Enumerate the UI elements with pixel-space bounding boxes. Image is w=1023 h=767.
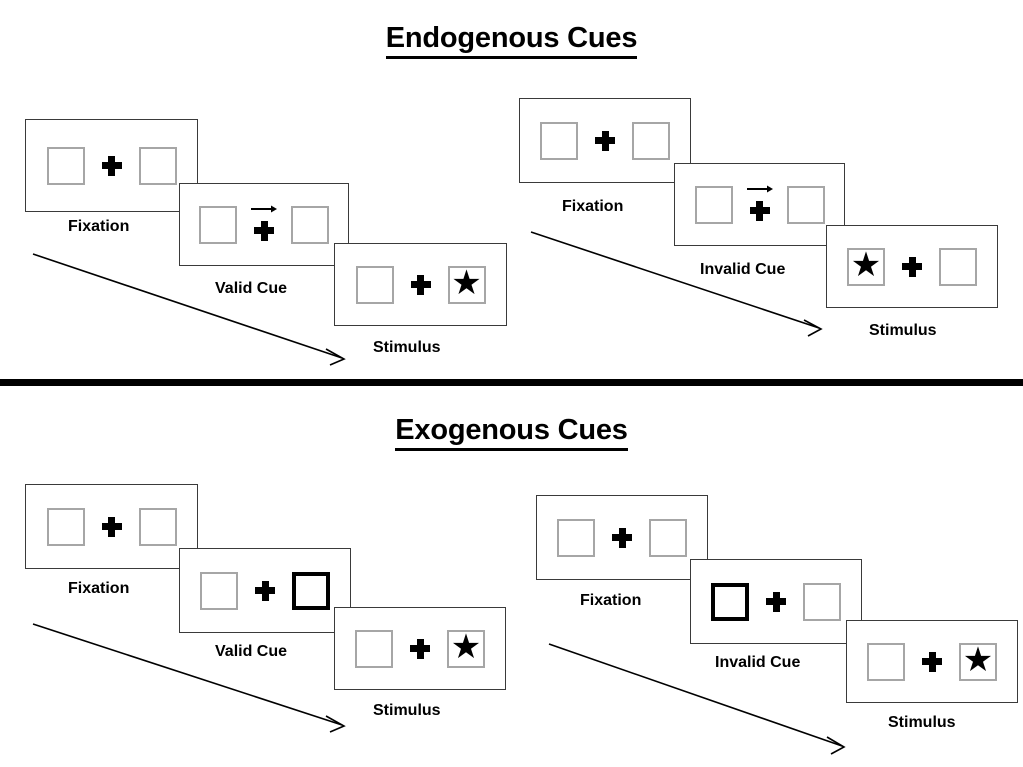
fixation-cross-icon [101,516,122,537]
fixation-cross-icon [612,527,632,548]
right-stimulus-box [138,507,177,546]
frame-content [26,504,197,550]
frame-exogenous-valid-stimulus: ★ [334,607,506,690]
time-flow-arrow-exogenous-valid [30,618,355,738]
frame-content [691,579,861,625]
right-stimulus-box [632,121,670,160]
center-slot [595,515,649,561]
left-stimulus-box [199,205,237,244]
section-divider [0,379,1023,386]
frame-caption-exogenous-invalid-stimulus: Stimulus [888,714,956,731]
frame-endogenous-invalid-fixation [519,98,691,183]
left-stimulus-box [200,571,238,610]
frame-caption-exogenous-valid-fixation: Fixation [68,580,130,597]
fixation-cross-icon [902,256,922,277]
left-stimulus-box [355,265,394,304]
frame-endogenous-invalid-stimulus: ★ [826,225,998,308]
fixation-cross-icon [254,220,274,241]
fixation-cross-icon [749,200,770,221]
right-stimulus-box [291,205,329,244]
left-stimulus-box [355,629,393,668]
fixation-cross-icon [101,155,122,176]
frame-content [180,568,350,614]
center-slot [885,244,939,290]
frame-exogenous-invalid-fixation [536,495,708,580]
left-stimulus-box-cued [711,582,749,621]
section-title-endogenous-text: Endogenous Cues [385,22,637,59]
center-slot [394,262,448,308]
frame-content [26,143,197,189]
frame-endogenous-valid-stimulus: ★ [334,243,507,326]
fixation-cross-icon [410,638,430,659]
center-slot [238,568,292,614]
frame-caption-exogenous-valid-stimulus: Stimulus [373,702,441,719]
left-stimulus-box: ★ [847,246,885,286]
frame-endogenous-valid-cue [179,183,349,266]
frame-caption-exogenous-invalid-cue: Invalid Cue [715,654,801,671]
arrow-right-cue-icon [250,204,278,214]
frame-content [520,118,690,164]
section-title-exogenous: Exogenous Cues [0,414,1023,451]
right-stimulus-box: ★ [959,641,997,681]
left-stimulus-box [557,518,595,557]
frame-caption-endogenous-valid-stimulus: Stimulus [373,339,441,356]
frame-endogenous-invalid-cue [674,163,845,246]
right-stimulus-box [803,582,841,621]
center-slot [85,504,139,550]
right-stimulus-box [786,185,825,224]
frame-caption-endogenous-invalid-cue: Invalid Cue [700,261,786,278]
star-icon: ★ [450,628,482,666]
right-stimulus-box [138,146,177,185]
frame-exogenous-invalid-cue [690,559,862,644]
frame-caption-endogenous-valid-cue: Valid Cue [215,280,288,297]
center-slot [237,202,291,248]
center-slot [85,143,139,189]
fixation-cross-icon [922,651,942,672]
frame-exogenous-valid-cue [179,548,351,633]
frame-content [537,515,707,561]
center-slot [393,626,447,672]
frame-caption-exogenous-invalid-fixation: Fixation [580,592,642,609]
right-stimulus-box [649,518,687,557]
frame-content: ★ [335,626,505,672]
fixation-cross-icon [410,274,431,295]
frame-content: ★ [827,244,997,290]
center-slot [733,182,787,228]
frame-caption-exogenous-valid-cue: Valid Cue [215,643,288,660]
center-slot [578,118,632,164]
frame-content [675,182,844,228]
left-stimulus-box [46,146,85,185]
frame-content [180,202,348,248]
time-flow-arrow-exogenous-invalid [546,638,856,760]
arrow-right-cue-icon [746,184,774,194]
center-slot [905,639,959,685]
star-icon: ★ [451,264,482,302]
time-flow-arrow-endogenous-valid [30,248,355,373]
star-icon: ★ [962,641,994,679]
right-stimulus-box: ★ [447,264,486,304]
frame-caption-endogenous-invalid-fixation: Fixation [562,198,624,215]
center-slot [749,579,803,625]
fixation-cross-icon [595,130,615,151]
frame-endogenous-valid-fixation [25,119,198,212]
frame-exogenous-valid-fixation [25,484,198,569]
right-stimulus-box-cued [292,571,330,610]
fixation-cross-icon [766,591,786,612]
left-stimulus-box [694,185,733,224]
star-icon: ★ [850,246,882,284]
fixation-cross-icon [255,580,275,601]
left-stimulus-box [867,642,905,681]
frame-content: ★ [335,262,506,308]
frame-exogenous-invalid-stimulus: ★ [846,620,1018,703]
left-stimulus-box [46,507,85,546]
right-stimulus-box [939,247,977,286]
frame-content: ★ [847,639,1017,685]
right-stimulus-box: ★ [447,628,485,668]
frame-caption-endogenous-invalid-stimulus: Stimulus [869,322,937,339]
section-title-exogenous-text: Exogenous Cues [395,414,628,451]
left-stimulus-box [540,121,578,160]
frame-caption-endogenous-valid-fixation: Fixation [68,218,130,235]
section-title-endogenous: Endogenous Cues [0,22,1023,59]
